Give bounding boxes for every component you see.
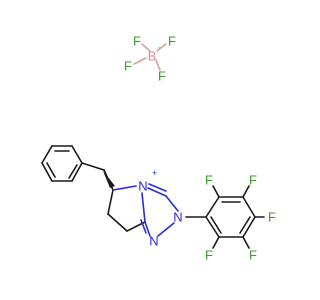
- boron-minus-charge: -: [158, 42, 161, 52]
- bond-double-inner: [68, 164, 78, 179]
- bond: [71, 162, 83, 182]
- bond-double-inner: [210, 216, 222, 234]
- bond-double-inner: [239, 216, 251, 234]
- bond-c-n2: [165, 195, 179, 212]
- tetrafluoroborate-anion: F F F F B -: [124, 34, 176, 84]
- bond-c-f: [242, 236, 250, 249]
- bond: [205, 196, 220, 218]
- bond-n-c-double: [148, 183, 167, 192]
- bond-ch2: [81, 162, 105, 171]
- atom-n2: N: [173, 210, 182, 225]
- atom-f-aryl-4: F: [249, 248, 257, 263]
- bond-c-n: [141, 192, 146, 223]
- bf-bond-left: [133, 57, 147, 65]
- atom-n-plus: N: [138, 179, 147, 194]
- bond-n1-c-double: [140, 219, 147, 234]
- bond: [71, 145, 83, 164]
- bond: [107, 189, 114, 215]
- atom-f-aryl-2: F: [249, 173, 257, 188]
- pentafluorophenyl-group: F F F F F: [185, 173, 276, 263]
- bond: [242, 216, 256, 238]
- bond-n2-n1: [157, 222, 175, 237]
- molecule-structure: F F F F B - N: [41, 34, 276, 263]
- bond: [41, 145, 53, 164]
- bond-c-f: [242, 185, 250, 198]
- bond: [242, 196, 256, 218]
- bf-bond-right: [156, 43, 167, 52]
- atom-boron: B: [148, 49, 157, 64]
- bond-n1-c: [144, 221, 151, 237]
- atom-f-bf4-2: F: [168, 34, 176, 49]
- wedge-bond: [103, 171, 115, 188]
- bond: [205, 216, 220, 238]
- bond-c-f: [212, 185, 220, 198]
- atom-f-aryl-1: F: [205, 173, 213, 188]
- atom-f-bf4-3: F: [124, 59, 132, 74]
- atom-n1: N: [149, 234, 158, 249]
- atom-f-bf4-1: F: [133, 34, 141, 49]
- bond-n-c: [147, 187, 167, 197]
- n-plus-charge: +: [152, 168, 157, 178]
- bond: [107, 213, 128, 232]
- atom-f-bf4-4: F: [158, 69, 166, 84]
- bf-bond-bottom: [155, 59, 161, 71]
- bond-c-n: [112, 185, 137, 191]
- atom-f-aryl-3: F: [268, 210, 276, 225]
- bond-c-f: [212, 236, 220, 249]
- pyrrolo-triazolium-core: N + N N: [107, 168, 183, 249]
- structure-canvas: F F F F B - N: [41, 34, 276, 263]
- benzyl-group: [41, 145, 115, 191]
- bond-double-inner: [46, 162, 56, 178]
- atom-f-aryl-5: F: [205, 248, 213, 263]
- bond: [41, 162, 53, 182]
- bf-bond-top: [141, 43, 151, 52]
